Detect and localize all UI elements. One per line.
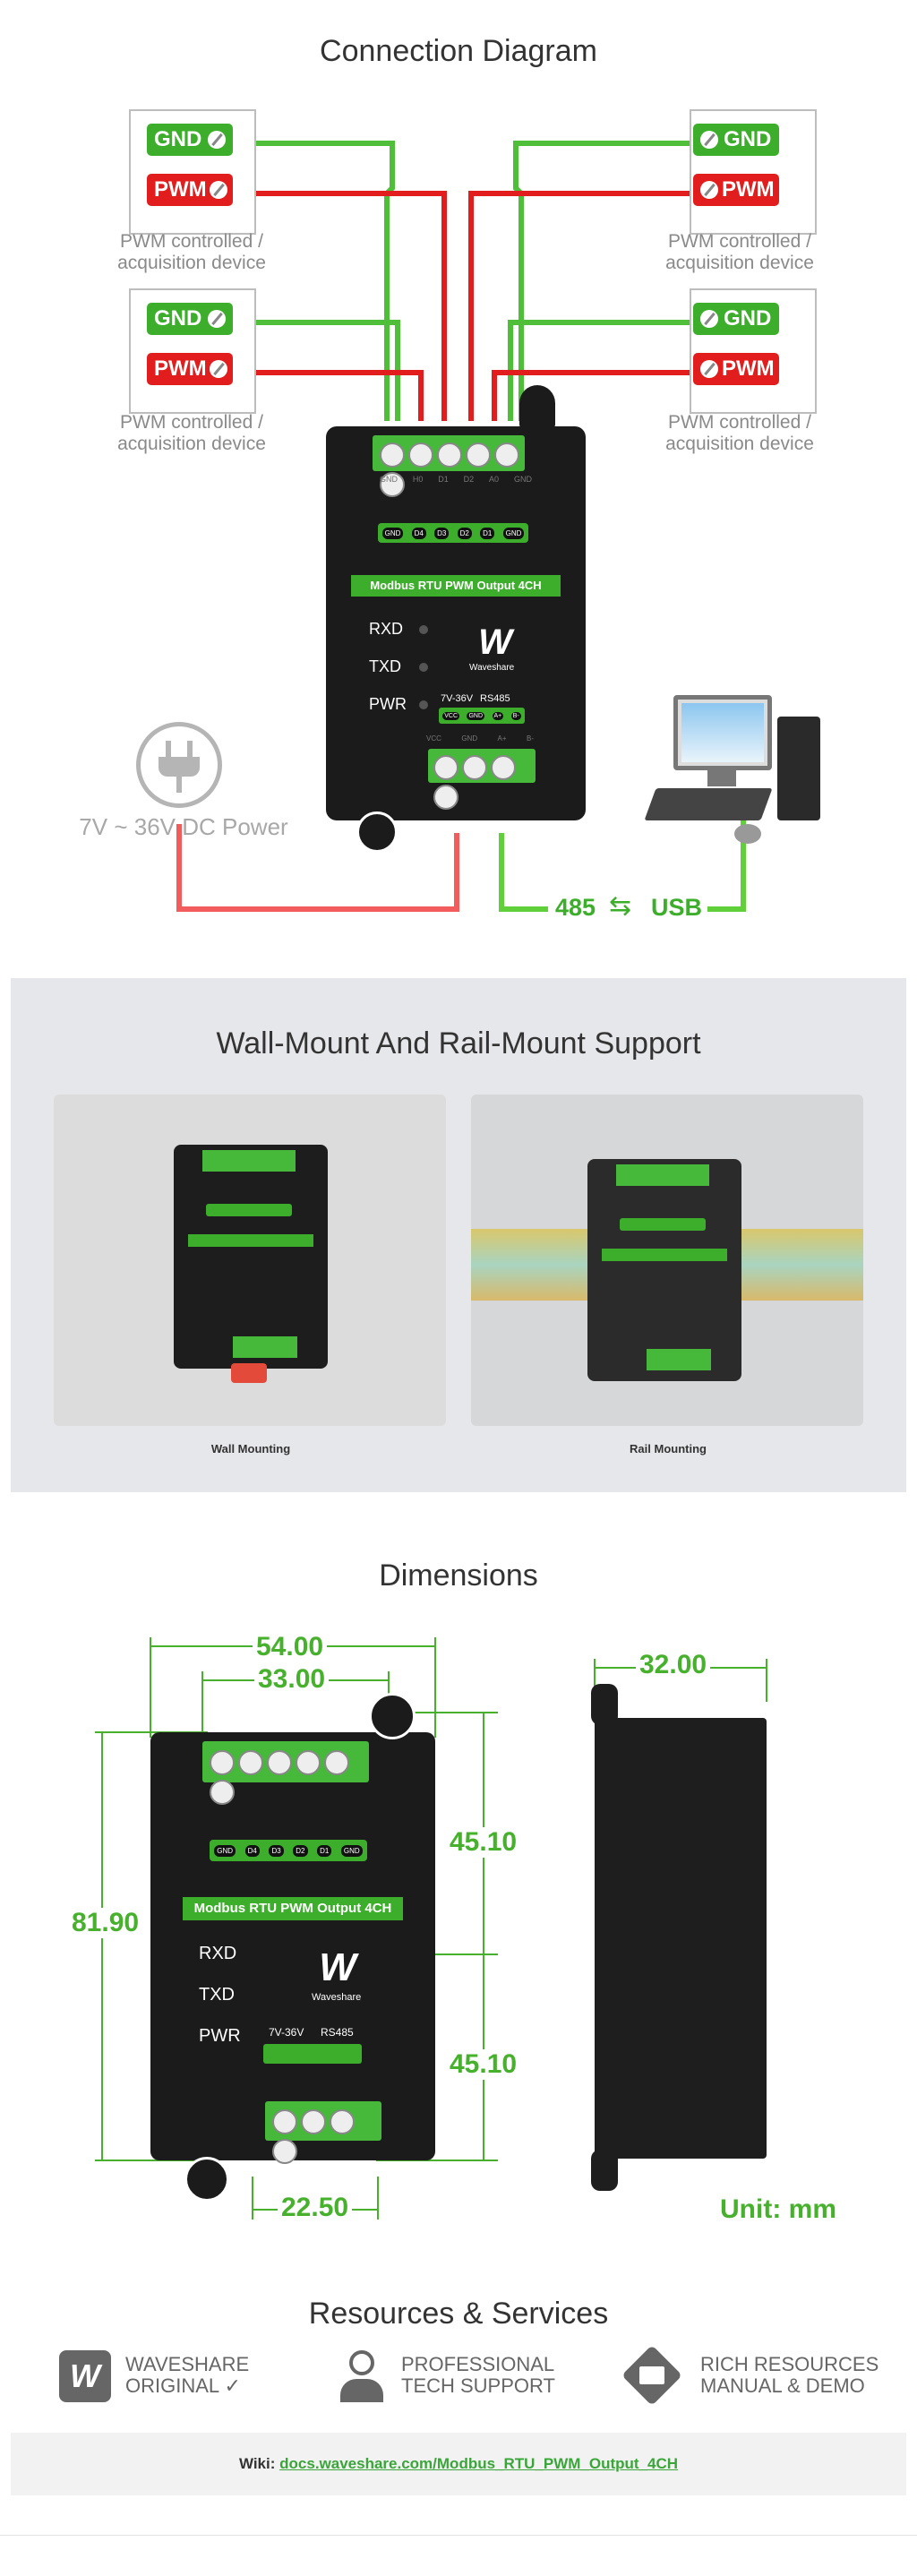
dim-bottom-width: 22.50 bbox=[278, 2193, 353, 2223]
resources-title: Resources & Services bbox=[308, 2297, 609, 2331]
device-label-left-bottom: PWM controlled / acquisition device bbox=[117, 412, 266, 454]
wire-gnd-left-top bbox=[188, 141, 395, 421]
waveshare-logo-icon: W bbox=[319, 1945, 356, 1989]
rs485-label: RS485 bbox=[480, 693, 510, 704]
front-view-device: GND D4 D3 D2 D1 GND Modbus RTU PWM Outpu… bbox=[150, 1732, 435, 2164]
txd-led bbox=[419, 663, 428, 672]
waveshare-logo-icon: W bbox=[59, 2350, 111, 2402]
side-view-device bbox=[595, 1718, 767, 2159]
mounting-title: Wall-Mount And Rail-Mount Support bbox=[216, 1026, 701, 1060]
usb-label-usb: USB bbox=[651, 894, 703, 921]
brand-label: Waveshare bbox=[469, 663, 515, 673]
dim-depth: 32.00 bbox=[636, 1650, 711, 1680]
connection-title: Connection Diagram bbox=[320, 34, 597, 68]
pwr-led bbox=[419, 700, 428, 709]
top-terminal-block bbox=[373, 435, 525, 497]
computer-monitor-icon bbox=[673, 695, 772, 770]
txd-label: TXD bbox=[369, 657, 401, 675]
keyboard-icon bbox=[644, 788, 773, 820]
wall-mount-photo bbox=[54, 1095, 446, 1426]
wiki-link[interactable]: docs.waveshare.com/Modbus_RTU_PWM_Output… bbox=[279, 2455, 679, 2472]
dim-height-upper: 45.10 bbox=[446, 1827, 521, 1858]
folder-icon bbox=[621, 2345, 682, 2406]
computer-tower-icon bbox=[777, 717, 820, 820]
mount-hole-bottom bbox=[356, 811, 398, 853]
small-pin-row: VCC GND A+ B- bbox=[439, 708, 525, 724]
rail-mount-photo bbox=[471, 1095, 863, 1426]
exchange-arrows-icon: ⇆ bbox=[609, 891, 632, 921]
rail-mount-caption: Rail Mounting bbox=[630, 1442, 707, 1455]
dim-height-lower: 45.10 bbox=[446, 2049, 521, 2080]
dim-width-outer: 54.00 bbox=[253, 1632, 328, 1662]
module-name-bar: Modbus RTU PWM Output 4CH bbox=[351, 575, 561, 597]
wire-485-a bbox=[499, 833, 548, 912]
rxd-label: RXD bbox=[369, 620, 404, 638]
device-badge-left-top: GND PWM bbox=[129, 109, 256, 235]
wire-gnd-right-bottom bbox=[508, 320, 729, 421]
dimensions-title: Dimensions bbox=[379, 1558, 538, 1593]
mouse-icon bbox=[734, 824, 761, 844]
wire-pwm-right-bottom bbox=[492, 370, 729, 421]
power-label: 7V ~ 36V DC Power bbox=[79, 813, 288, 840]
bottom-divider bbox=[0, 2535, 917, 2536]
power-plug-icon bbox=[136, 722, 222, 808]
resource-item-resources: RICH RESOURCES MANUAL & DEMO bbox=[621, 2345, 878, 2409]
wiki-bar: Wiki: docs.waveshare.com/Modbus_RTU_PWM_… bbox=[11, 2433, 906, 2495]
mount-hole-top bbox=[519, 385, 555, 428]
rxd-led bbox=[419, 625, 428, 634]
waveshare-logo-icon: W bbox=[478, 623, 512, 662]
device-label-right-top: PWM controlled / acquisition device bbox=[665, 231, 814, 273]
check-circle-icon: ✓ bbox=[224, 2374, 241, 2397]
wire-gnd-left-bottom bbox=[188, 320, 400, 421]
dim-width-inner: 33.00 bbox=[254, 1664, 330, 1695]
support-agent-icon bbox=[335, 2347, 389, 2406]
wall-mount-caption: Wall Mounting bbox=[210, 1442, 291, 1455]
device-label-left-top: PWM controlled / acquisition device bbox=[117, 231, 266, 273]
device-badge-left-bottom: GND PWM bbox=[129, 288, 256, 414]
dim-height-total: 81.90 bbox=[68, 1908, 143, 1938]
wire-pwm-left-top bbox=[188, 191, 447, 421]
device-label-right-bottom: PWM controlled / acquisition device bbox=[665, 412, 814, 454]
wiki-prefix: Wiki: bbox=[238, 2455, 276, 2472]
wire-485-b bbox=[707, 806, 746, 912]
pwr-label: PWR bbox=[369, 695, 407, 713]
bottom-terminal-block bbox=[428, 749, 536, 810]
resource-item-support: PROFESSIONAL TECH SUPPORT bbox=[335, 2347, 555, 2409]
wire-power-plus bbox=[176, 824, 459, 912]
unit-label: Unit: mm bbox=[720, 2194, 836, 2224]
device-badge-right-top: GND PWM bbox=[690, 109, 817, 235]
voltage-label: 7V-36V bbox=[441, 693, 474, 704]
wire-pwm-right-top bbox=[468, 191, 729, 421]
usb-label-485: 485 bbox=[555, 894, 596, 921]
wire-pwm-left-bottom bbox=[188, 370, 424, 421]
resource-item-original: W WAVESHARE ORIGINAL ✓ bbox=[59, 2347, 265, 2409]
device-badge-right-bottom: GND PWM bbox=[690, 288, 817, 414]
wire-gnd-right-top bbox=[513, 141, 729, 421]
mid-pin-row: GND D4 D3 D2 D1 GND bbox=[378, 523, 528, 543]
